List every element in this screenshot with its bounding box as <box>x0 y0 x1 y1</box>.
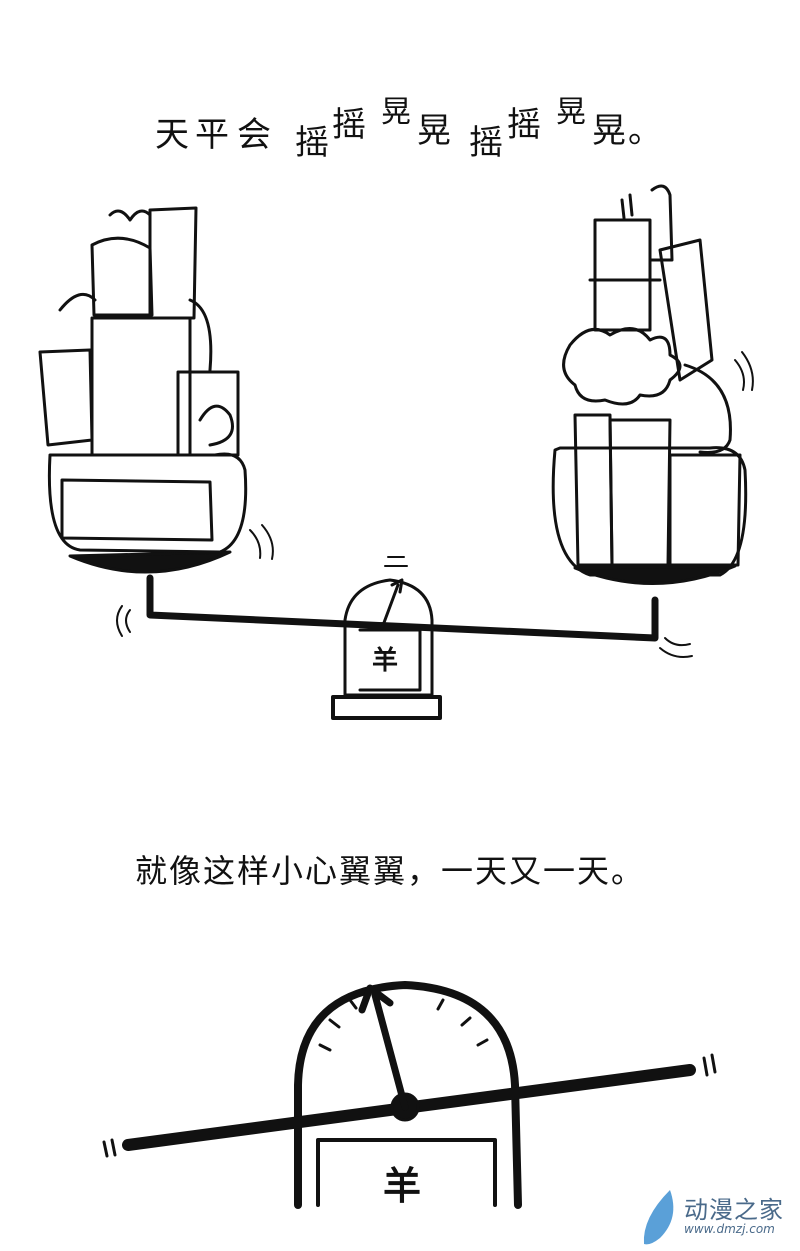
caption-char: 。 <box>628 111 662 151</box>
caption-char: 晃 <box>592 111 626 151</box>
caption-char: 晃 <box>556 95 586 130</box>
watermark-title: 动漫之家 <box>684 1196 784 1224</box>
caption-char: 摇 <box>469 123 503 163</box>
watermark-url: www.dmzj.com <box>684 1222 775 1236</box>
caption-char: 摇 <box>295 123 329 163</box>
seesaw-beam <box>68 351 754 658</box>
caption-char: 天 <box>155 115 189 155</box>
feather-logo-icon <box>643 1190 674 1245</box>
left-pile <box>38 206 248 554</box>
scale-symbol-large: 羊 <box>383 1164 422 1208</box>
caption-char: 晃 <box>417 111 451 151</box>
caption-char: 会 <box>237 115 271 155</box>
right-pile <box>551 184 748 577</box>
watermark: 动漫之家 www.dmzj.com <box>640 1188 800 1248</box>
scale-base <box>331 556 442 720</box>
scale-symbol-small: 羊 <box>372 646 399 676</box>
caption-char: 晃 <box>381 95 411 130</box>
caption-char: 平 <box>195 115 229 155</box>
large-scale <box>102 981 717 1209</box>
caption-char: 摇 <box>507 105 541 145</box>
caption-char: 摇 <box>332 105 366 145</box>
caption-bottom: 就像这样小心翼翼，一天又一天。 <box>135 852 646 890</box>
